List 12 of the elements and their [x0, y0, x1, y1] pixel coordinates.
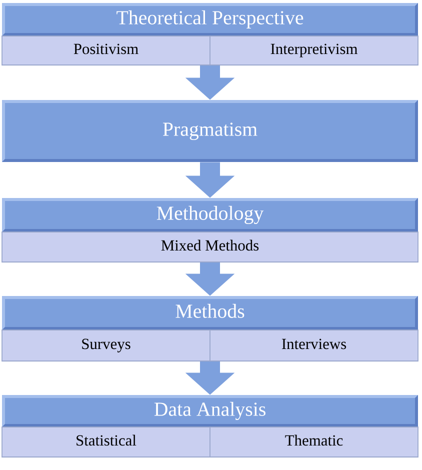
header-box: Methodology	[2, 198, 418, 232]
table-cell: Interviews	[210, 330, 418, 362]
table-cell: Thematic	[210, 426, 418, 458]
process-box: Pragmatism	[2, 100, 418, 162]
table-cell: Positivism	[2, 36, 210, 66]
header-box: Data Analysis	[2, 395, 418, 427]
table-cell: Interpretivism	[210, 36, 418, 66]
table-cell: Surveys	[2, 330, 210, 362]
table-cell: Mixed Methods	[2, 232, 418, 262]
header-box: Methods	[2, 296, 418, 330]
header-box: Theoretical Perspective	[2, 3, 418, 36]
table-cell: Statistical	[2, 426, 210, 458]
